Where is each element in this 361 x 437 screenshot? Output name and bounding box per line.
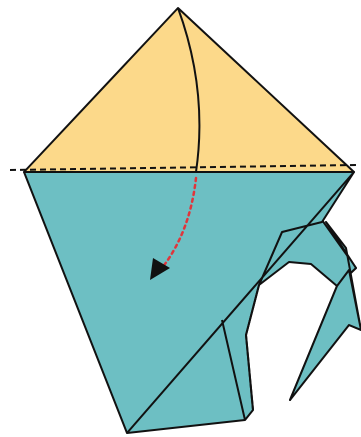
top-triangle-panel bbox=[24, 8, 354, 172]
right-flap-tip bbox=[290, 270, 361, 400]
body-panel bbox=[24, 172, 354, 433]
body bbox=[24, 172, 354, 433]
top-triangle bbox=[24, 8, 354, 172]
